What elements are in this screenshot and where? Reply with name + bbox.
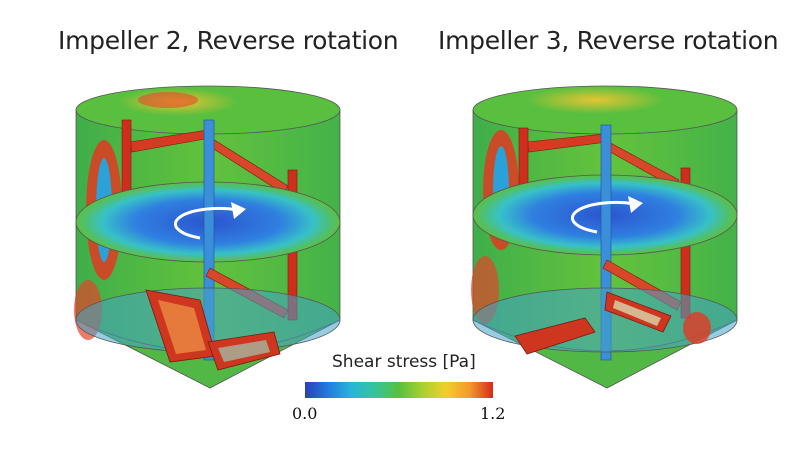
vessel-impeller-3-contour <box>471 85 738 389</box>
colorbar-max-label: 1.2 <box>480 404 506 423</box>
counter-clockwise-rotation-arrow-icon <box>570 196 643 234</box>
counter-clockwise-rotation-arrow-icon <box>173 202 246 240</box>
impeller-paddle-bottom <box>514 317 596 355</box>
impeller-shaft <box>203 119 215 361</box>
panel-title-impeller-3: Impeller 3, Reverse rotation <box>438 26 779 55</box>
impeller-shaft <box>600 124 612 361</box>
colorbar-min-label: 0.0 <box>292 404 318 423</box>
shear-stress-legend: Shear stress [Pa] 0.0 1.2 <box>280 352 520 432</box>
colorbar <box>305 382 493 398</box>
panel-title-impeller-2: Impeller 2, Reverse rotation <box>58 26 399 55</box>
legend-title: Shear stress [Pa] <box>332 352 476 372</box>
vessel-impeller-2-contour <box>74 85 341 389</box>
